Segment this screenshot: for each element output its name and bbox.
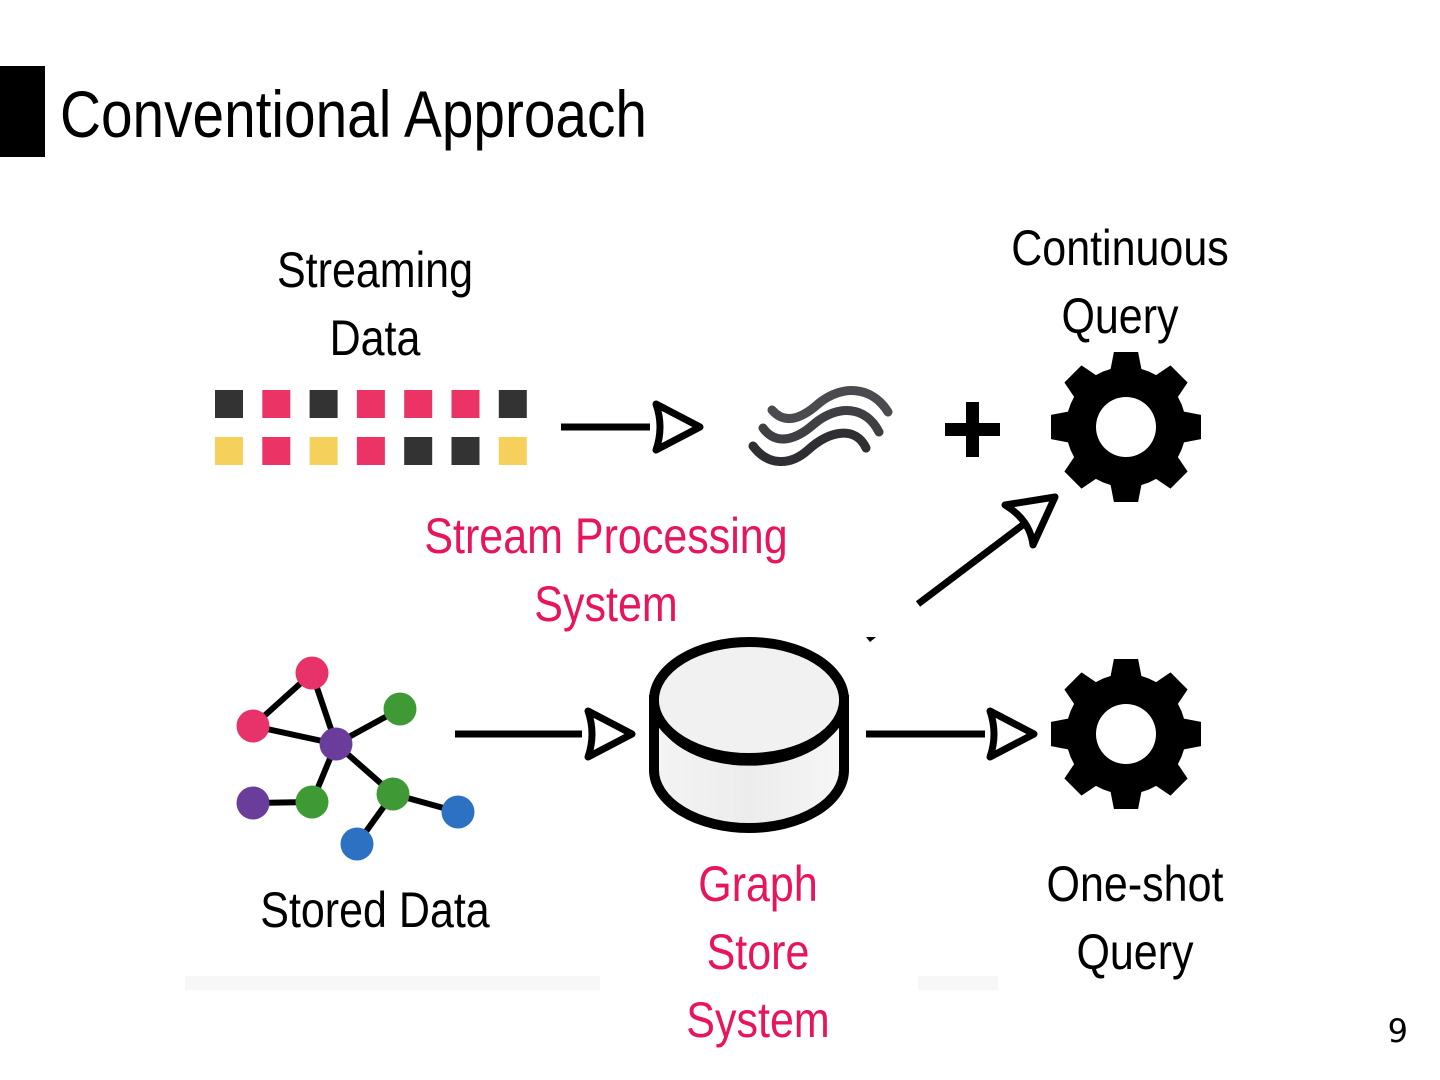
stream-data-square: [215, 437, 243, 465]
stream-data-square: [404, 390, 433, 418]
continuous-query-label-line1: Continuous: [1011, 220, 1229, 276]
graph-node: [376, 777, 410, 811]
stream-data-square: [262, 390, 291, 418]
graph-store-label-line1: Graph: [698, 856, 818, 912]
graph-node: [236, 786, 270, 820]
stream-data-square: [262, 437, 291, 465]
one-shot-query-label: One-shot Query: [1019, 850, 1251, 986]
streaming-data-label-line2: Data: [329, 310, 421, 366]
stream-processing-label-line2: System: [534, 576, 678, 632]
one-shot-query-label-line2: Query: [1076, 924, 1194, 980]
stream-data-square: [309, 437, 338, 465]
graph-node: [383, 692, 417, 726]
graph-node: [441, 795, 475, 829]
graph-node: [319, 727, 353, 761]
arrow-to-stream-processor: [561, 400, 704, 454]
one-shot-query-gear-icon: [1051, 659, 1201, 809]
stream-data-square: [451, 437, 480, 465]
small-artifact-mark: [866, 637, 876, 642]
graph-network-icon: [236, 656, 475, 861]
database-cylinder-icon: [649, 637, 849, 833]
stream-data-square: [451, 390, 480, 418]
gear-shape: [1051, 659, 1201, 809]
graph-node: [340, 827, 374, 861]
continuous-query-label: Continuous Query: [987, 214, 1254, 350]
gear-shape: [1051, 352, 1201, 502]
graph-node: [295, 656, 329, 690]
arrow-to-continuous-query: [915, 493, 1059, 607]
stream-data-square: [356, 390, 385, 418]
stream-data-square: [404, 437, 433, 465]
stream-processing-label-line1: Stream Processing: [424, 508, 788, 564]
continuous-query-gear-icon: [1051, 352, 1201, 502]
title-accent-bar: [0, 66, 45, 157]
streaming-data-label-line1: Streaming: [277, 242, 473, 298]
streaming-data-icon: [215, 390, 527, 465]
page-number: 9: [1387, 1012, 1408, 1050]
graph-node: [236, 709, 270, 743]
graph-node: [295, 785, 329, 819]
graph-store-label-line3: System: [686, 992, 830, 1048]
one-shot-query-label-line1: One-shot: [1046, 856, 1224, 912]
slide-title: Conventional Approach: [60, 77, 647, 151]
background-artifact-band: [918, 976, 998, 990]
graph-store-system-label: Graph Store System: [672, 850, 844, 1054]
stored-data-label: Stored Data: [260, 882, 490, 938]
graph-store-label-line2: Store: [706, 924, 810, 980]
stream-data-square: [309, 390, 338, 418]
stream-data-square: [498, 437, 527, 465]
streaming-data-label: Streaming Data: [246, 236, 504, 372]
background-artifact-band: [185, 976, 600, 990]
stream-data-square: [498, 390, 527, 418]
stream-data-square: [215, 390, 243, 418]
stream-processing-system-label: Stream Processing System: [391, 502, 821, 638]
continuous-query-label-line2: Query: [1061, 288, 1179, 344]
stream-waves-icon: [748, 386, 893, 466]
arrow-to-one-shot-query: [866, 707, 1038, 761]
stream-data-square: [356, 437, 385, 465]
arrow-to-graph-store: [455, 707, 636, 761]
plus-icon: [945, 402, 1000, 457]
